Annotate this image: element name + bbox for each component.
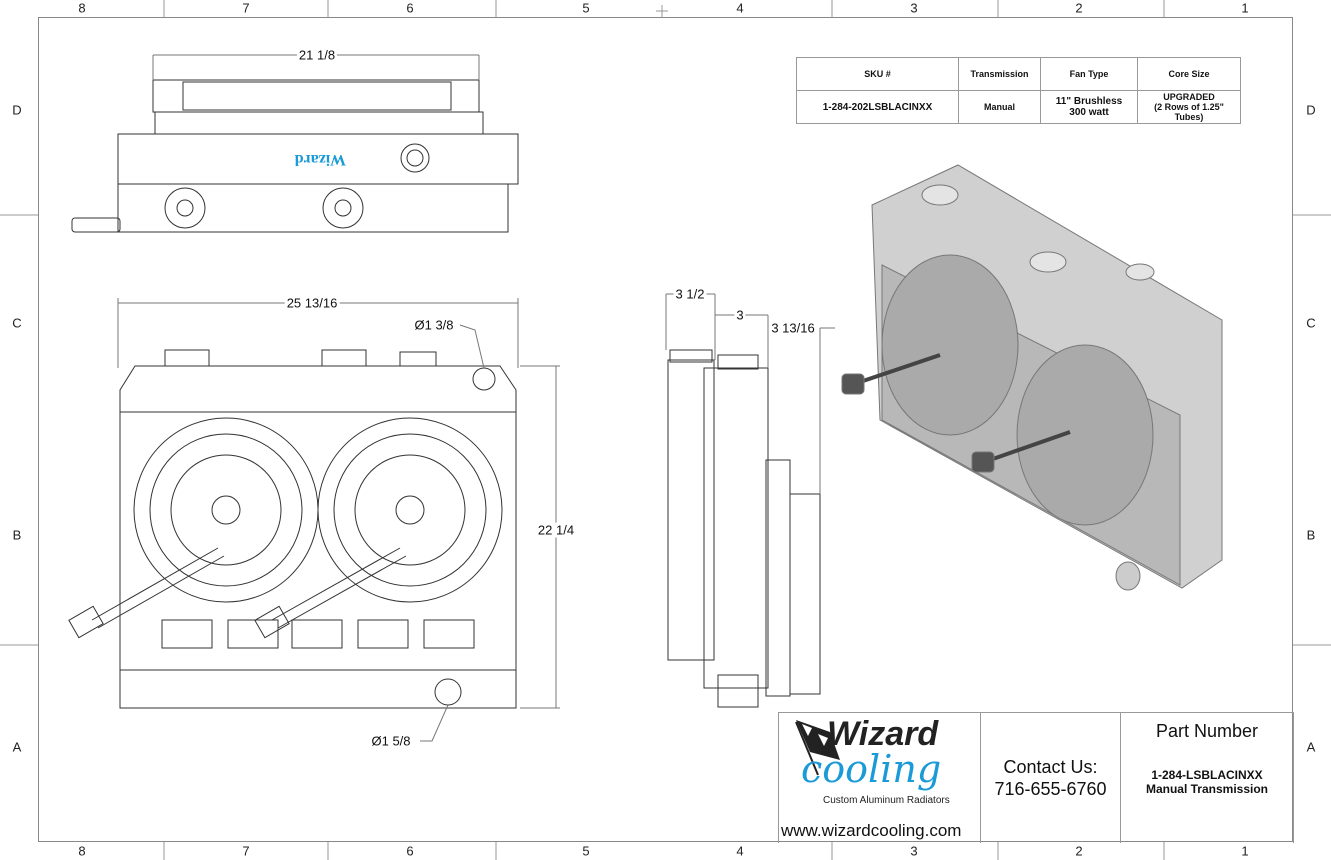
cell-core-size: UPGRADED (2 Rows of 1.25" Tubes) [1137,90,1241,124]
dim-side-overall: 3 1/2 [673,286,707,302]
dim-front-height: 22 1/4 [535,522,577,538]
part-number-value: 1-284-LSBLACINXX [1151,768,1263,782]
dim-side-core: 3 [734,307,746,323]
contact-cell: Contact Us: 716-655-6760 [981,713,1121,843]
contact-label: Contact Us: [1003,757,1098,777]
part-number-cell: Part Number 1-284-LSBLACINXX Manual Tran… [1121,713,1294,843]
header-sku: SKU # [796,57,959,91]
zone-col-1: 1 [1241,843,1249,859]
zone-col-5: 5 [582,0,590,16]
zone-row-d: D [12,102,22,118]
cell-transmission: Manual [958,90,1041,124]
zone-col-3: 3 [910,843,918,859]
zone-col-7: 7 [242,843,250,859]
zone-row-b: B [12,527,22,543]
core-size-line1: UPGRADED [1163,92,1215,102]
contact-phone: 716-655-6760 [994,779,1107,799]
dim-side-with-fans: 3 13/16 [769,320,817,336]
header-transmission: Transmission [958,57,1041,91]
zone-col-3: 3 [910,0,918,16]
zone-row-b: B [1306,527,1316,543]
zone-row-c: C [1306,315,1316,331]
drawing-border [38,17,1293,842]
side-view [665,293,835,708]
zone-col-8: 8 [78,0,86,16]
logo-tagline: Custom Aluminum Radiators [823,795,950,806]
zone-col-2: 2 [1075,843,1083,859]
spec-table-row: 1-284-202LSBLACINXX Manual 11" Brushless… [796,90,1241,124]
zone-row-c: C [12,315,22,331]
logo-word-cooling: cooling [801,747,942,791]
dim-top-width: 21 1/8 [296,47,338,63]
wizard-cooling-logo [795,720,840,776]
isometric-render [841,164,1223,591]
zone-row-a: A [1306,739,1316,755]
spec-table-header: SKU # Transmission Fan Type Core Size [796,57,1241,91]
part-description: Manual Transmission [1145,782,1269,796]
zone-row-a: A [12,739,22,755]
zone-row-d: D [1306,102,1316,118]
zone-col-4: 4 [736,843,744,859]
spec-table: SKU # Transmission Fan Type Core Size 1-… [796,57,1241,124]
part-number-label: Part Number [1155,721,1259,741]
zone-col-4: 4 [736,0,744,16]
zone-col-7: 7 [242,0,250,16]
top-view: Wizard [71,54,519,233]
svg-text:Wizard: Wizard [295,151,346,168]
fan-type-line1: 11" Brushless [1055,96,1123,107]
front-view [68,298,560,742]
cell-sku: 1-284-202LSBLACINXX [796,90,959,124]
cell-fan-type: 11" Brushless 300 watt [1040,90,1138,124]
zone-col-5: 5 [582,843,590,859]
zone-col-6: 6 [406,0,414,16]
website-link[interactable]: www.wizardcooling.com [781,821,962,840]
dim-upper-port-diameter: Ø1 3/8 [412,317,456,333]
header-core-size: Core Size [1137,57,1241,91]
fan-type-line2: 300 watt [1069,107,1109,118]
zone-col-6: 6 [406,843,414,859]
zone-col-2: 2 [1075,0,1083,16]
zone-col-8: 8 [78,843,86,859]
header-fan-type: Fan Type [1040,57,1138,91]
title-block: Wizard cooling Custom Aluminum Radiators… [778,712,1294,843]
zone-col-1: 1 [1241,0,1249,16]
logo-cell: Wizard cooling Custom Aluminum Radiators… [779,713,981,843]
dim-lower-port-diameter: Ø1 5/8 [369,733,413,749]
dim-front-width: 25 13/16 [284,295,340,311]
logo-word-wizard: Wizard [827,715,939,753]
core-size-line2: (2 Rows of 1.25" Tubes) [1154,102,1224,122]
